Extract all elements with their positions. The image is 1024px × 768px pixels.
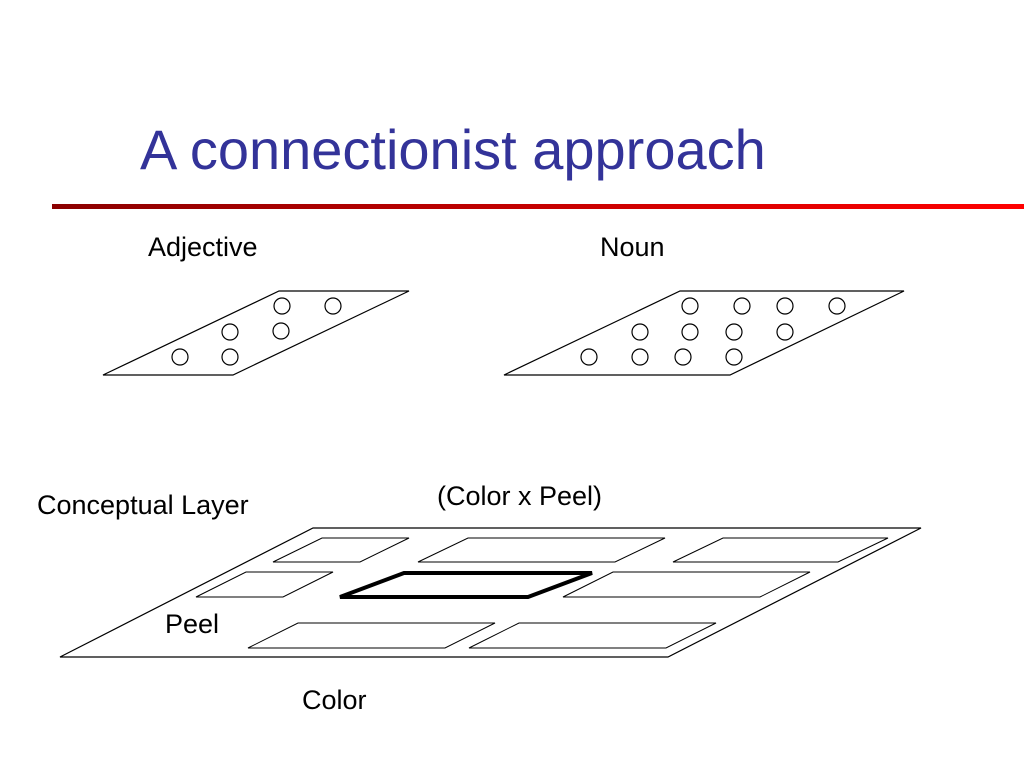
adjective-unit [324,297,342,315]
noun-unit [725,323,743,341]
adjective-layer-label: Adjective [148,232,258,262]
noun-unit [776,323,794,341]
noun-layer-plane [503,290,905,376]
color-label: Color [302,685,367,715]
noun-unit [681,323,699,341]
noun-unit [776,297,794,315]
noun-unit [828,297,846,315]
conceptual-layer-label: Conceptual Layer [37,490,249,520]
noun-unit [674,348,692,366]
adjective-unit [221,348,239,366]
conceptual-cell [672,537,889,563]
noun-layer [503,290,905,376]
adjective-unit [171,348,189,366]
noun-layer-label: Noun [600,232,665,262]
adjective-unit [273,297,291,315]
conceptual-cell [417,537,666,563]
noun-unit [631,348,649,366]
conceptual-cell [468,622,717,649]
noun-unit [681,297,699,315]
adjective-layer-plane [102,290,410,376]
adjective-unit [221,323,239,341]
title-underline-rule [52,204,1024,209]
slide-title: A connectionist approach [140,118,766,181]
conceptual-cell [247,622,496,649]
adjective-unit [272,322,290,340]
noun-unit [733,297,751,315]
conceptual-cell [562,571,811,598]
color-x-peel-cell [339,571,593,599]
adjective-layer [102,290,410,376]
conceptual-layer-plane [59,527,922,658]
noun-unit [725,348,743,366]
color-x-peel-label: (Color x Peel) [437,481,603,511]
conceptual-cell [195,571,334,598]
conceptual-cell [272,537,410,563]
peel-label: Peel [165,609,220,639]
conceptual-cells [195,537,889,649]
noun-units [580,297,846,366]
noun-unit [580,348,598,366]
adjective-units [171,297,342,366]
conceptual-layer [59,527,922,658]
noun-unit [631,323,649,341]
